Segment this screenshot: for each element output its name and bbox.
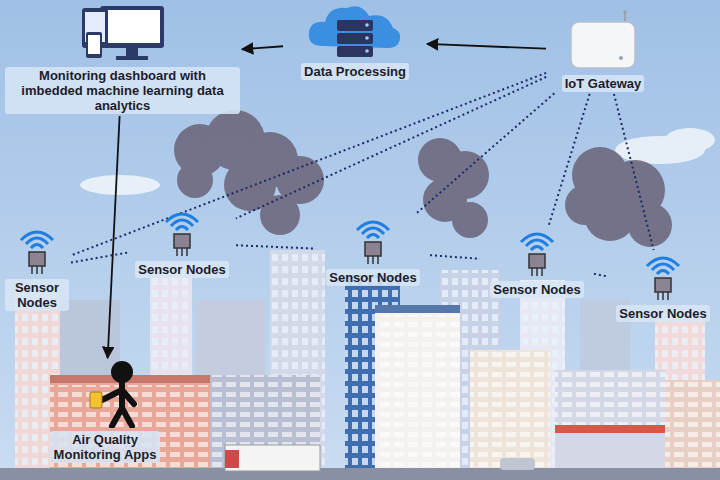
sensor-icon bbox=[515, 228, 559, 278]
node-label: Sensor Nodes bbox=[326, 269, 419, 286]
sensor-node: Sensor Nodes bbox=[318, 216, 428, 286]
cloud-node: Data Processing bbox=[285, 2, 425, 80]
dashboard-node: Monitoring dashboard with imbedded machi… bbox=[5, 2, 240, 114]
tower-buildings bbox=[15, 265, 705, 470]
data-flow-arrow bbox=[108, 116, 120, 358]
pollution-smoke bbox=[174, 110, 672, 247]
wireless-link bbox=[236, 245, 316, 248]
node-label: Monitoring dashboard with imbedded machi… bbox=[5, 67, 240, 114]
wireless-link bbox=[614, 94, 654, 250]
street bbox=[0, 468, 720, 480]
wireless-link bbox=[415, 93, 555, 214]
sensor-node: Sensor Nodes bbox=[130, 208, 234, 278]
sensor-icon bbox=[160, 208, 204, 258]
person-with-phone-icon bbox=[60, 360, 150, 428]
node-label: Data Processing bbox=[301, 63, 409, 80]
sensor-node: Sensor Nodes bbox=[482, 228, 592, 298]
wireless-link bbox=[71, 252, 128, 262]
sensor-icon bbox=[641, 252, 685, 302]
data-flow-arrow bbox=[242, 46, 283, 49]
front-buildings bbox=[50, 305, 720, 470]
dashboard-icon bbox=[78, 2, 168, 64]
node-label: IoT Gateway bbox=[562, 75, 645, 92]
sensor-node: Sensor Nodes bbox=[610, 252, 716, 322]
sensor-node: Sensor Nodes bbox=[5, 226, 69, 311]
node-label: Sensor Nodes bbox=[616, 305, 709, 322]
gateway-icon bbox=[565, 10, 641, 72]
app-node: Air Quality Monitoring Apps bbox=[50, 360, 160, 463]
cloud-server-icon bbox=[305, 2, 405, 60]
data-flow-arrow bbox=[427, 44, 546, 49]
wireless-link bbox=[548, 94, 589, 226]
vehicles bbox=[225, 445, 535, 471]
sensor-icon bbox=[351, 216, 395, 266]
gateway-node: IoT Gateway bbox=[548, 10, 658, 92]
wireless-link bbox=[430, 255, 480, 259]
wireless-link bbox=[594, 274, 608, 277]
node-label: Sensor Nodes bbox=[135, 261, 228, 278]
node-label: Sensor Nodes bbox=[5, 279, 69, 311]
sensor-icon bbox=[15, 226, 59, 276]
node-label: Sensor Nodes bbox=[490, 281, 583, 298]
node-label: Air Quality Monitoring Apps bbox=[50, 431, 160, 463]
wireless-link bbox=[236, 77, 546, 219]
